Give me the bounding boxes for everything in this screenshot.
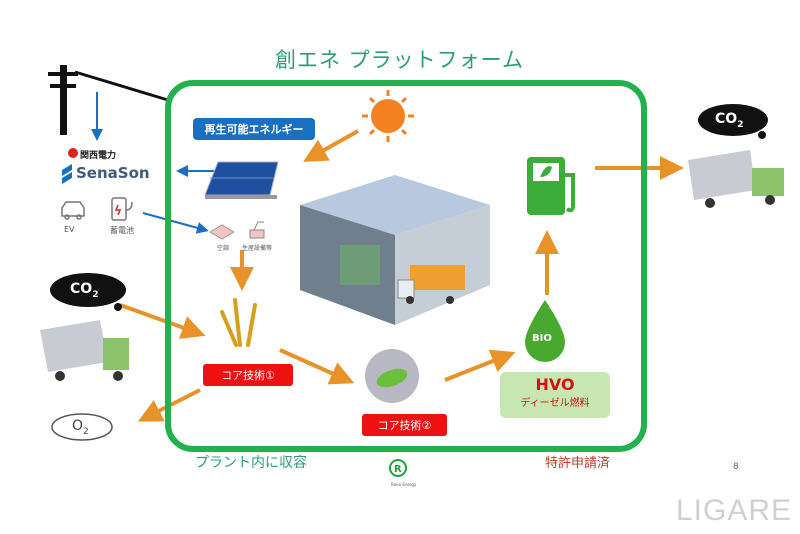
kansai-logo-icon — [68, 148, 78, 158]
senason-label: SenaSon — [76, 164, 150, 182]
co2-cloud-right-icon — [698, 104, 768, 139]
ev-car-icon — [61, 201, 85, 220]
arrow-blue — [142, 212, 209, 234]
svg-text:R: R — [394, 464, 402, 475]
bio-drop-icon — [525, 300, 565, 362]
core-tech-2-label: コア技術② — [362, 414, 447, 436]
co2-right-text: CO2 — [715, 111, 744, 130]
equipment-label: 生産設備等 — [242, 245, 273, 252]
o2-text: O2 — [72, 418, 89, 437]
o2-cloud-icon — [51, 413, 113, 441]
ligare-watermark: LIGARE — [676, 494, 793, 527]
hvo-title: HVO — [535, 375, 575, 394]
power-pole-icon — [48, 65, 169, 135]
process-arrows — [119, 129, 684, 422]
co2-cloud-left-icon — [50, 273, 126, 311]
page-title: 創エネ プラットフォーム — [275, 48, 525, 72]
equipment-icon — [249, 221, 265, 239]
co2-left-text: CO2 — [70, 281, 99, 300]
bio-label: BIO — [532, 333, 552, 344]
hvo-subtitle: ディーゼル燃料 — [520, 398, 590, 409]
ev-label: EV — [64, 225, 75, 234]
solar-panel-icon — [204, 161, 279, 199]
factory-illustration — [300, 175, 490, 325]
sun-icon — [362, 90, 414, 142]
aircon-icon — [209, 224, 235, 240]
patent-caption: 特許申請済 — [545, 456, 611, 471]
fuel-pump-icon — [527, 157, 575, 215]
reno-energy-text: Reno Energy — [391, 482, 417, 487]
truck-left-icon — [40, 320, 129, 381]
senason-logo-icon — [62, 164, 72, 184]
battery-charger-icon — [111, 197, 133, 221]
plant-caption: プラント内に収容 — [195, 455, 307, 471]
kansai-label: 関西電力 — [80, 151, 117, 161]
reno-energy-logo — [389, 459, 407, 477]
hvo-box: HVO ディーゼル燃料 — [500, 372, 610, 418]
aircon-label: 空調 — [217, 245, 230, 252]
truck-right-icon — [688, 150, 784, 208]
wheat-icon — [220, 298, 257, 347]
core-tech-1-label: コア技術① — [203, 364, 293, 386]
page-number: 8 — [733, 462, 739, 472]
platform-frame — [165, 80, 647, 452]
renewable-energy-label: 再生可能エネルギー — [193, 118, 315, 140]
battery-label: 蓄電池 — [110, 226, 134, 235]
